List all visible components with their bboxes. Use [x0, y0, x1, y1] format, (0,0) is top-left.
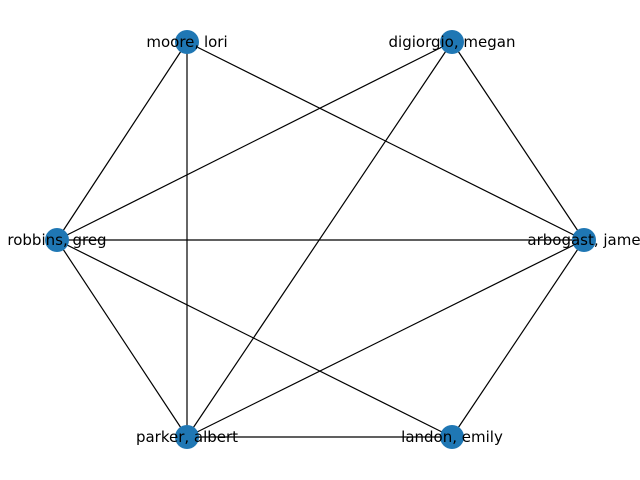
node-label-digiorgio: digiorgio, megan [389, 33, 516, 51]
node-label-landon: landon, emily [401, 428, 503, 446]
node-moore [175, 30, 199, 54]
node-label-moore: moore, lori [146, 33, 227, 51]
edge-robbins-parker [56, 239, 188, 438]
edge-robbins-landon [56, 239, 453, 438]
edge-moore-robbins [56, 41, 188, 241]
node-label-arbogast: arbogast, jame [527, 231, 640, 249]
edge-layer [56, 41, 585, 438]
edge-digiorgio-arbogast [451, 41, 585, 241]
edge-arbogast-parker [186, 239, 585, 438]
node-robbins [45, 228, 69, 252]
node-layer [45, 30, 596, 449]
node-label-robbins: robbins, greg [7, 231, 106, 249]
node-digiorgio [440, 30, 464, 54]
node-landon [440, 425, 464, 449]
node-arbogast [572, 228, 596, 252]
node-label-parker: parker, albert [136, 428, 238, 446]
label-layer: moore, lori digiorgio, megan robbins, greg… [7, 33, 640, 446]
node-parker [175, 425, 199, 449]
edge-arbogast-landon [451, 239, 585, 438]
edge-digiorgio-robbins [56, 41, 453, 241]
